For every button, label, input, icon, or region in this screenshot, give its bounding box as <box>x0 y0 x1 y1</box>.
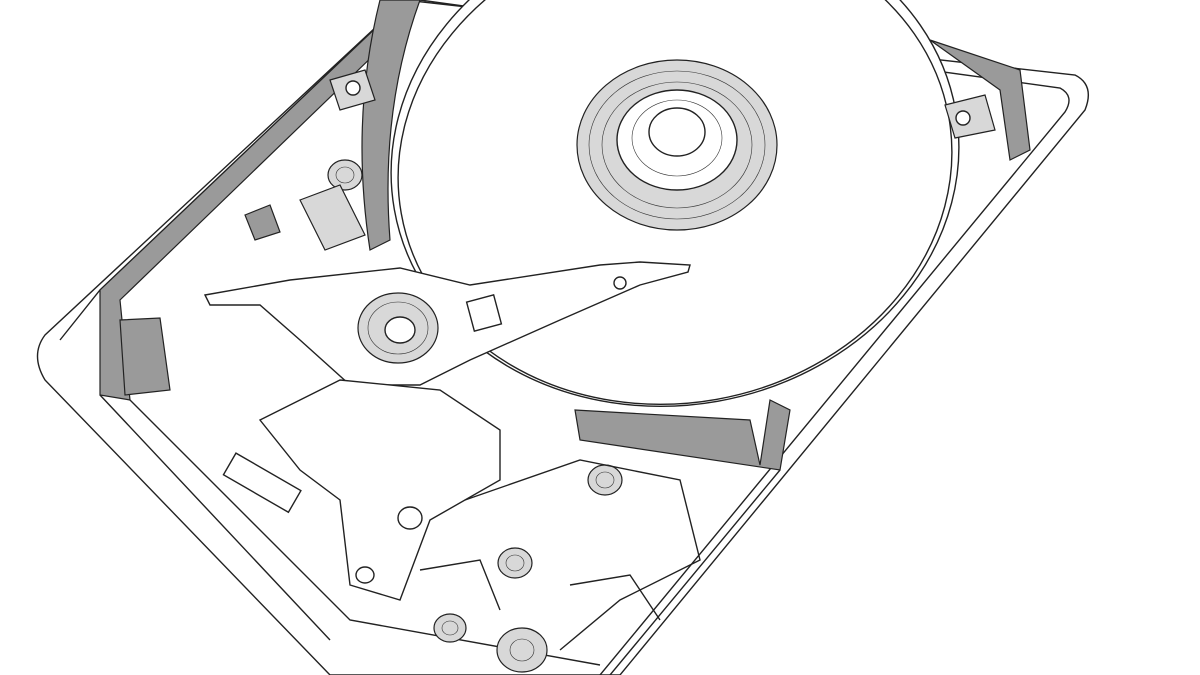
left-bumper <box>119 317 171 396</box>
mount-posts <box>329 69 996 139</box>
head-slider <box>613 276 627 290</box>
flex-connector <box>299 184 366 251</box>
actuator-pivot <box>357 292 439 364</box>
screws <box>327 159 623 673</box>
latch-block <box>244 204 281 241</box>
right-wall <box>929 39 1031 161</box>
arm-lower <box>258 379 501 601</box>
spindle-hub <box>576 59 778 231</box>
actuator-arm <box>203 261 691 386</box>
pcb-outline <box>419 459 701 651</box>
preamp-chip <box>465 294 503 332</box>
slot <box>222 452 302 514</box>
bottom-wall <box>574 399 791 471</box>
arm-pin <box>355 566 375 584</box>
arm-hole <box>397 506 423 530</box>
